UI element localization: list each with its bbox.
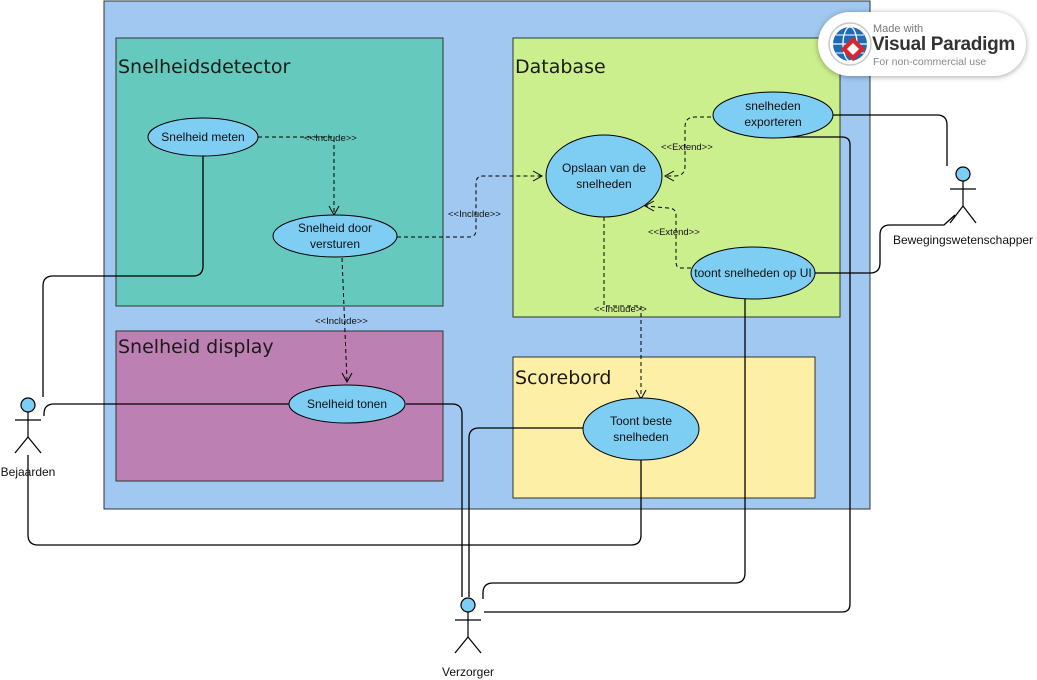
assoc-verzorger-exporteren: [484, 136, 851, 613]
usecase-label: snelheden: [745, 99, 800, 113]
usecase-label: Opslaan van de: [562, 161, 646, 175]
extend-label: <<Extend>>: [648, 227, 700, 238]
assoc-beweging-toont-ui: [815, 214, 956, 274]
extend-toont-ui-opslaan: [645, 205, 691, 269]
extend-exporteren-opslaan: [666, 116, 711, 177]
visual-paradigm-watermark[interactable]: Made with Visual Paradigm For non-commer…: [818, 12, 1026, 76]
usecase-label: toont snelheden op UI: [694, 266, 811, 280]
usecase-label: Snelheid door: [298, 221, 372, 235]
assoc-verzorger-tonen: [406, 403, 463, 597]
watermark-brand: Visual Paradigm: [872, 34, 1015, 55]
watermark-made-with: Made with: [873, 23, 924, 35]
include-label: <<Include>>: [594, 304, 647, 315]
usecase-label: versturen: [310, 237, 360, 251]
assoc-bejaarden-meten: [42, 156, 204, 397]
usecase-label: Toont beste: [610, 414, 672, 428]
usecase-toont-ui[interactable]: toont snelheden op UI: [690, 246, 816, 300]
usecase-label: snelheden: [613, 430, 668, 444]
watermark-subtitle: For non-commercial use: [873, 56, 987, 68]
actor-label: Verzorger: [442, 665, 494, 679]
include-versturen-opslaan: [397, 175, 541, 238]
assoc-beweging-exporteren: [832, 114, 948, 166]
include-label: <<Include>>: [448, 209, 501, 220]
usecase-exporteren[interactable]: snelheden exporteren: [712, 91, 834, 139]
usecase-snelheid-tonen[interactable]: Snelheid tonen: [288, 384, 406, 424]
include-opslaan-beste: [603, 217, 642, 398]
usecase-label: snelheden: [576, 177, 631, 191]
usecase-label: Snelheid tonen: [307, 397, 387, 411]
actor-bejaarden[interactable]: Bejaarden: [1, 397, 56, 479]
usecase-snelheid-versturen[interactable]: Snelheid door versturen: [272, 214, 398, 258]
assoc-verzorger-beste: [468, 427, 584, 597]
usecase-label: exporteren: [744, 115, 801, 129]
dependencies: <<Include>> <<Include>> <<Include>> <<In…: [258, 116, 713, 401]
actor-verzorger[interactable]: Verzorger: [442, 597, 494, 679]
actor-label: Bewegingswetenschapper: [893, 233, 1033, 247]
usecase-beste-snelheden[interactable]: Toont beste snelheden: [582, 397, 700, 461]
actor-bewegingswetenschapper[interactable]: Bewegingswetenschapper: [893, 166, 1033, 247]
include-meten-versturen: [258, 136, 335, 214]
actor-stick-figure-icon: [14, 397, 42, 454]
include-label: <<Include>>: [304, 133, 357, 144]
package-title: Snelheid display: [118, 336, 274, 358]
visual-paradigm-logo-icon: [828, 22, 872, 66]
actor-stick-figure-icon: [454, 597, 482, 654]
assoc-bejaarden-beste: [27, 455, 642, 546]
assoc-verzorger-toont-ui: [482, 299, 746, 599]
extend-label: <<Extend>>: [661, 142, 713, 153]
usecase-snelheid-meten[interactable]: Snelheid meten: [147, 117, 259, 157]
actor-label: Bejaarden: [1, 465, 56, 479]
package-snelheidsdetector[interactable]: Snelheidsdetector: [115, 37, 444, 307]
associations: [27, 114, 956, 613]
usecase-opslaan[interactable]: Opslaan van de snelheden: [545, 134, 663, 218]
actor-stick-figure-icon: [949, 166, 977, 224]
package-title: Snelheidsdetector: [118, 56, 290, 78]
usecase-label: Snelheid meten: [161, 130, 244, 144]
include-label: <<Include>>: [315, 316, 368, 327]
assoc-bejaarden-tonen: [43, 403, 290, 416]
package-title: Scorebord: [515, 367, 611, 389]
package-title: Database: [515, 56, 606, 78]
